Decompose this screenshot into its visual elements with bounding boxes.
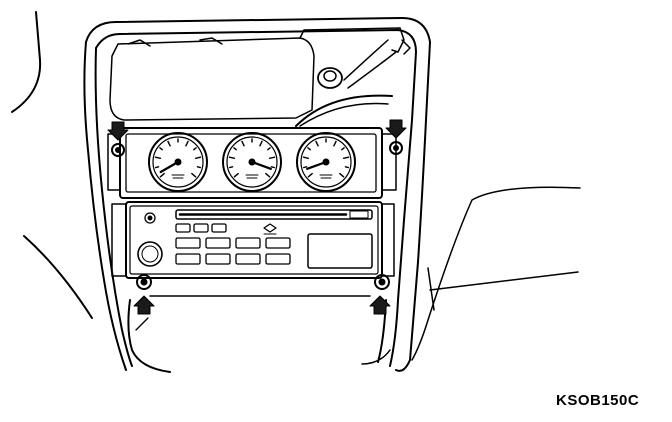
door-trim-curve: [411, 186, 581, 361]
steering-arc: [295, 94, 393, 127]
figure-code-label: KSOB150C: [556, 392, 640, 409]
arrow-up-icon: [133, 295, 155, 315]
preset-button: [265, 253, 291, 265]
arrow-up-icon: [369, 295, 391, 315]
preset-button: [205, 253, 231, 265]
preset-button: [205, 237, 231, 249]
gauge-panel-left-bracket: [107, 133, 121, 191]
screw-icon: [136, 274, 152, 290]
cavity-divider: [299, 27, 405, 53]
shifter-knob: [317, 67, 343, 89]
shifter-boot: [343, 39, 397, 89]
eject-icon: [263, 223, 277, 235]
fuel-gauge: [296, 132, 356, 192]
screw-icon: [111, 143, 125, 157]
preset-button: [235, 253, 261, 265]
oil-pressure-gauge: [148, 132, 208, 192]
console-inner-bezel: [95, 29, 417, 367]
preset-button: [175, 253, 201, 265]
cavity-clip-mid: [199, 37, 223, 45]
audio-mount-screw: [144, 212, 156, 224]
preset-button: [175, 223, 191, 233]
lower-console-left: [127, 299, 171, 373]
cassette-slot: [175, 209, 373, 220]
trim-line-horizontal: [429, 271, 579, 291]
voltmeter-gauge: [222, 132, 282, 192]
audio-display: [307, 233, 373, 269]
preset-button: [175, 237, 201, 249]
preset-button: [193, 223, 209, 233]
preset-button: [265, 237, 291, 249]
left-sweep-line: [23, 235, 93, 319]
console-outer-bezel: [85, 17, 431, 372]
arrow-down-icon: [385, 119, 407, 139]
screw-icon: [374, 274, 390, 290]
screw-icon: [389, 141, 403, 155]
preset-button: [211, 223, 227, 233]
upper-cavity: [109, 37, 315, 121]
audio-left-bracket: [111, 203, 127, 277]
preset-button: [235, 237, 261, 249]
gauge-panel: [119, 127, 383, 199]
arrow-down-icon: [107, 121, 129, 141]
audio-unit: [125, 201, 383, 279]
dashboard-left-edge: [11, 11, 42, 113]
console-outer-left: [83, 41, 127, 371]
volume-knob: [137, 241, 163, 267]
console-inner-left: [94, 47, 133, 367]
audio-right-bracket: [381, 203, 395, 277]
cavity-clip-left: [127, 39, 151, 47]
